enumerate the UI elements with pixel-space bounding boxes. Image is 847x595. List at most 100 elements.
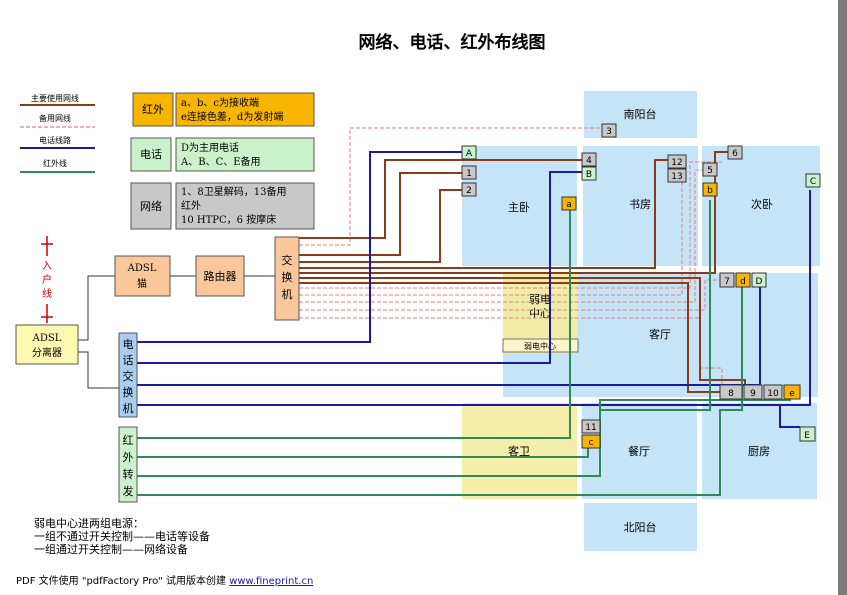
port-1-label: 1 <box>466 169 472 179</box>
legend-label-backup: 备用网线 <box>39 113 71 123</box>
port-7 <box>719 272 735 288</box>
port-b <box>702 182 718 197</box>
phone-switch-label-3: 交 <box>123 369 134 383</box>
entry-label-1: 入 <box>42 261 52 272</box>
phone-wires <box>137 151 811 428</box>
note-line-1: 弱电中心进两组电源： <box>34 516 144 530</box>
port-B-label: B <box>586 170 592 180</box>
phone-switch-label-1: 电 <box>123 338 134 351</box>
adsl-modem-label-2: 猫 <box>137 277 147 290</box>
port-A <box>461 145 477 160</box>
port-7-label: 7 <box>724 277 730 287</box>
network-switch-label-3: 机 <box>282 287 293 301</box>
key-net-label: 网络 <box>140 199 162 213</box>
port-12 <box>667 154 687 169</box>
device-connectors <box>78 275 275 389</box>
key-phone-desc-1: D为主用电话 <box>181 141 239 154</box>
adsl-modem <box>114 255 171 297</box>
key-net-desc-1: 1、8卫星解码，13备用 <box>181 185 286 198</box>
key-net-box <box>130 182 172 230</box>
room-label-study: 书房 <box>629 198 651 211</box>
port-E <box>799 426 816 442</box>
phone-switch-label-2: 话 <box>123 354 134 367</box>
adsl-splitter-label-2: 分离器 <box>32 346 62 359</box>
port-b-label: b <box>707 186 713 196</box>
port-2 <box>461 182 477 197</box>
port-D <box>751 272 767 288</box>
port-9 <box>743 384 763 400</box>
network-switch-label-2: 换 <box>282 270 293 284</box>
room-label-master-bedroom: 主卧 <box>508 201 530 214</box>
port-a <box>561 196 577 211</box>
footer-text-main: PDF 文件使用 "pdfFactory Pro" 试用版本创建 <box>16 574 229 587</box>
adsl-splitter-label-1: ADSL <box>32 333 62 344</box>
footer-text: PDF 文件使用 "pdfFactory Pro" 试用版本创建 www.fin… <box>16 574 313 587</box>
key-ir-desc-box <box>175 92 315 127</box>
port-d <box>735 272 751 288</box>
network-wires <box>299 151 746 393</box>
weak-center-tag-label: 弱电中心 <box>524 341 556 351</box>
port-4-label: 4 <box>586 156 592 166</box>
weak-center-label-1: 弱电 <box>529 293 551 306</box>
ir-repeater-label-4: 发 <box>123 484 134 498</box>
ir-repeater-label-1: 红 <box>123 434 134 447</box>
port-4 <box>581 152 597 167</box>
legend-label-phone: 电话线路 <box>39 135 71 145</box>
port-6-label: 6 <box>732 149 738 159</box>
port-d-label: d <box>740 277 746 287</box>
port-2-label: 2 <box>466 186 472 196</box>
entry-label-bg <box>38 256 56 304</box>
router <box>195 255 245 297</box>
port-1 <box>461 165 477 180</box>
note-line-2: 一组不通过开关控制——电话等设备 <box>34 529 210 543</box>
port-c-label: c <box>589 438 594 448</box>
port-10-label: 10 <box>767 389 779 399</box>
room-guest-bath <box>462 403 577 499</box>
key-ir-desc-1: a、b、c为接收端 <box>181 96 259 109</box>
network-switch <box>274 236 300 321</box>
port-10 <box>763 384 783 400</box>
port-5 <box>702 162 718 177</box>
legend-label-ir: 红外线 <box>43 158 67 168</box>
room-dining-room <box>582 403 697 499</box>
port-11 <box>581 419 601 434</box>
port-A-label: A <box>466 149 473 159</box>
weak-center-tag <box>502 338 579 353</box>
ir-repeater-label-3: 转 <box>123 467 134 481</box>
key-phone-box <box>130 137 172 172</box>
network-switch-label-1: 交 <box>282 253 293 267</box>
port-c <box>581 434 601 449</box>
room-north-balcony <box>584 503 697 551</box>
port-E-label: E <box>804 431 810 441</box>
room-label-guest-bath: 客卫 <box>508 444 530 458</box>
room-second-bedroom <box>702 146 820 266</box>
note-line-3: 一组通过开关控制——网络设备 <box>34 542 188 556</box>
port-13-label: 13 <box>671 172 682 182</box>
key-ir-desc-2: e连接色差，d为发射端 <box>181 110 283 123</box>
port-5-label: 5 <box>707 166 713 176</box>
port-C-label: C <box>810 177 816 187</box>
port-3 <box>601 123 617 138</box>
ir-repeater <box>118 426 138 503</box>
key-net-desc-3: 10 HTPC，6 按摩床 <box>181 213 276 226</box>
room-label-kitchen: 厨房 <box>748 445 770 458</box>
key-ir-box <box>132 92 174 127</box>
entry-label-2: 户 <box>42 273 52 286</box>
port-a-label: a <box>566 200 572 210</box>
legend: 主要使用网线 备用网线 电话线路 红外线 <box>20 93 95 173</box>
footer-link[interactable]: www.fineprint.cn <box>229 576 313 587</box>
port-13 <box>667 168 687 183</box>
router-label: 路由器 <box>204 269 237 283</box>
port-6 <box>727 145 743 160</box>
room-master-bedroom <box>462 146 577 266</box>
room-label-south-balcony: 南阳台 <box>624 107 657 121</box>
adsl-splitter <box>15 324 79 365</box>
room-label-living-room: 客厅 <box>649 327 671 341</box>
legend-label-net: 主要使用网线 <box>31 93 79 103</box>
key-phone-label: 电话 <box>140 148 162 161</box>
phone-switch-label-4: 换 <box>123 385 134 399</box>
adsl-modem-label-1: ADSL <box>127 263 157 274</box>
page-title: 网络、电话、红外布线图 <box>359 32 546 53</box>
port-C <box>805 173 821 188</box>
